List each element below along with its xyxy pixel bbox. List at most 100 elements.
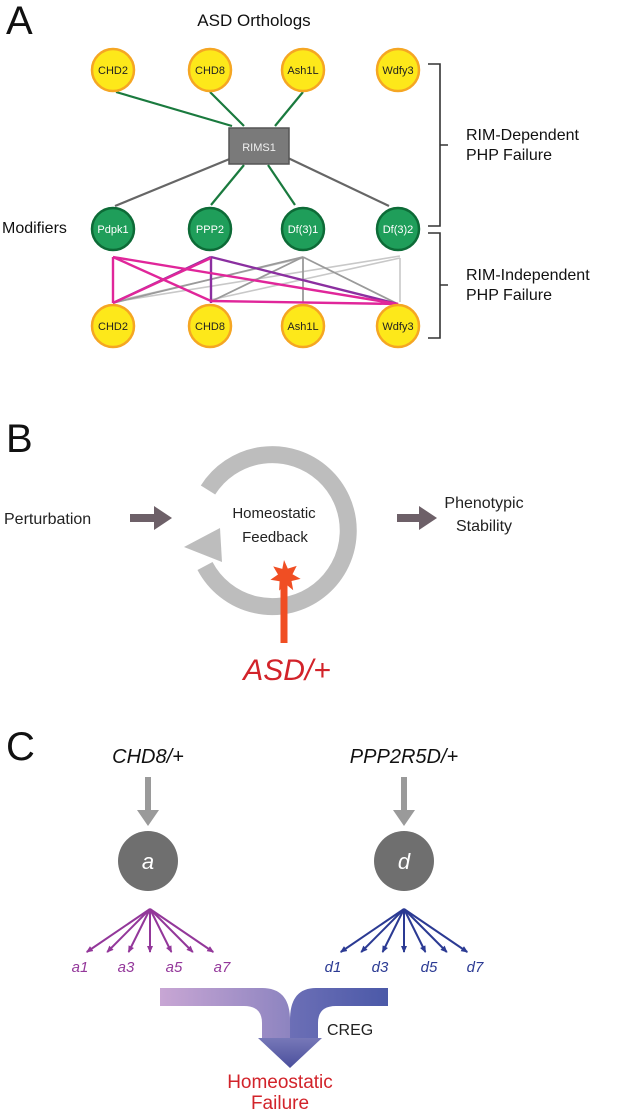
left-gene-arrow — [137, 777, 159, 826]
left-gene-label: CHD8/+ — [112, 746, 184, 768]
panel-a-title: ASD Orthologs — [197, 11, 310, 30]
right-fan-arrow-5 — [403, 908, 427, 953]
right-fan-arrow-3 — [381, 908, 405, 953]
modifier-node-0 — [90, 206, 136, 252]
modifier-label-1: PPP2 — [196, 224, 224, 236]
perturbation-label: Perturbation — [4, 511, 91, 528]
perturbation-arrow — [130, 506, 172, 530]
bracket-rim-independent — [428, 232, 448, 339]
left-target-a7: a7 — [214, 959, 231, 976]
left-fan-arrow-3 — [127, 908, 151, 953]
bottom-gene-nodes: CHD2 CHD8 Ash1L Wdfy3 — [90, 303, 421, 349]
edge-rims1-ppp2 — [210, 164, 245, 206]
right-target-d1: d1 — [325, 959, 342, 976]
top-gene-label-3: Wdfy3 — [382, 65, 413, 77]
convergence-arrowhead — [258, 1038, 322, 1068]
top-gene-label-1: CHD8 — [195, 65, 225, 77]
panel-a: A ASD Orthologs — [2, 0, 590, 349]
node-d — [374, 831, 434, 891]
bottom-gene-node-1 — [187, 303, 233, 349]
bottom-gene-label-2: Ash1L — [287, 321, 318, 333]
panel-b-letter: B — [6, 417, 33, 461]
top-gene-label-2: Ash1L — [287, 65, 318, 77]
node-a — [118, 831, 178, 891]
node-d-label: d — [398, 849, 411, 874]
rim-independent-web-magenta — [111, 255, 399, 306]
top-gene-node-3 — [375, 47, 421, 93]
right-target-d3: d3 — [372, 959, 389, 976]
left-fan-arrow-7 — [149, 908, 215, 953]
feedback-loop-arrowhead — [184, 528, 222, 562]
bracket-rim-dependent — [428, 63, 448, 227]
edge-rims1-df32 — [287, 157, 390, 207]
bottom-gene-label-1: CHD8 — [195, 321, 225, 333]
modifier-label-2: Df(3)1 — [288, 224, 319, 236]
bottom-gene-node-0 — [90, 303, 136, 349]
left-fan-arrow-2 — [106, 908, 151, 953]
rim-independent-line1: RIM-Independent — [466, 267, 590, 284]
rim-dependent-line2: PHP Failure — [466, 147, 552, 164]
loop-label-line2: Feedback — [242, 529, 308, 546]
top-gene-nodes: CHD2 CHD8 Ash1L Wdfy3 — [90, 47, 421, 93]
top-gene-node-2 — [280, 47, 326, 93]
outcome-line2: Failure — [251, 1093, 309, 1112]
right-fan-arrow-2 — [360, 908, 405, 953]
rim-independent-line2: PHP Failure — [466, 287, 552, 304]
convergence-label: CREG — [327, 1022, 373, 1039]
panel-c: C CHD8/+ PPP2R5D/+ a d a1 a3 a5 a7 d1 d3 d5 d7… — [6, 725, 484, 1112]
edge-chd2-rims1 — [115, 90, 233, 128]
stability-arrow — [397, 506, 437, 530]
left-target-a5: a5 — [166, 959, 183, 976]
stability-label-line2: Stability — [456, 518, 512, 535]
modifier-node-3 — [375, 206, 421, 252]
left-target-a1: a1 — [72, 959, 89, 976]
right-gene-arrow — [393, 777, 415, 826]
stability-label-line1: Phenotypic — [444, 495, 523, 512]
top-gene-node-0 — [90, 47, 136, 93]
top-gene-label-0: CHD2 — [98, 65, 128, 77]
right-fan-arrow-7 — [403, 908, 469, 953]
right-gene-label: PPP2R5D/+ — [350, 746, 458, 768]
top-gene-node-1 — [187, 47, 233, 93]
convergence-band-left — [160, 988, 290, 1040]
modifier-node-2 — [280, 206, 326, 252]
node-a-label: a — [142, 849, 154, 874]
left-target-a3: a3 — [118, 959, 135, 976]
right-target-d5: d5 — [421, 959, 438, 976]
edge-rims1-pdpk1 — [114, 156, 233, 208]
modifier-label-0: Pdpk1 — [97, 224, 128, 236]
asd-disruptor-label: ASD/+ — [241, 654, 331, 687]
left-fan-arrow-6 — [149, 908, 194, 953]
rims1-label: RIMS1 — [242, 142, 276, 154]
right-target-labels: d1 d3 d5 d7 — [325, 959, 484, 976]
rims1-node — [228, 127, 290, 165]
panel-a-letter: A — [6, 0, 33, 43]
right-fan-arrow-6 — [403, 908, 448, 953]
bottom-gene-node-3 — [375, 303, 421, 349]
bottom-gene-node-2 — [280, 303, 326, 349]
edge-ash1l-rims1 — [274, 91, 304, 127]
left-target-labels: a1 a3 a5 a7 — [72, 959, 231, 976]
right-target-d7: d7 — [467, 959, 484, 976]
panel-b: B Homeostatic Feedback Perturbation Phen… — [4, 417, 524, 687]
right-target-fan — [339, 908, 469, 953]
modifiers-label: Modifiers — [2, 220, 67, 237]
left-fan-arrow-1 — [85, 908, 151, 953]
right-fan-arrow-1 — [339, 908, 405, 953]
bottom-gene-label-0: CHD2 — [98, 321, 128, 333]
loop-label-line1: Homeostatic — [232, 505, 316, 522]
rim-dependent-line1: RIM-Dependent — [466, 127, 580, 144]
left-fan-arrow-5 — [149, 908, 173, 953]
asd-disruptor-burst-icon — [270, 560, 301, 591]
bottom-gene-label-3: Wdfy3 — [382, 321, 413, 333]
modifier-nodes: Pdpk1 PPP2 Df(3)1 Df(3)2 — [90, 206, 421, 252]
panel-c-letter: C — [6, 725, 35, 769]
modifier-node-1 — [187, 206, 233, 252]
feedback-loop-ring — [197, 446, 357, 616]
convergence-band-right — [290, 988, 388, 1040]
left-target-fan — [85, 908, 215, 953]
outcome-line1: Homeostatic — [227, 1072, 333, 1093]
modifier-label-3: Df(3)2 — [383, 224, 414, 236]
edge-rims1-df31 — [267, 164, 296, 206]
